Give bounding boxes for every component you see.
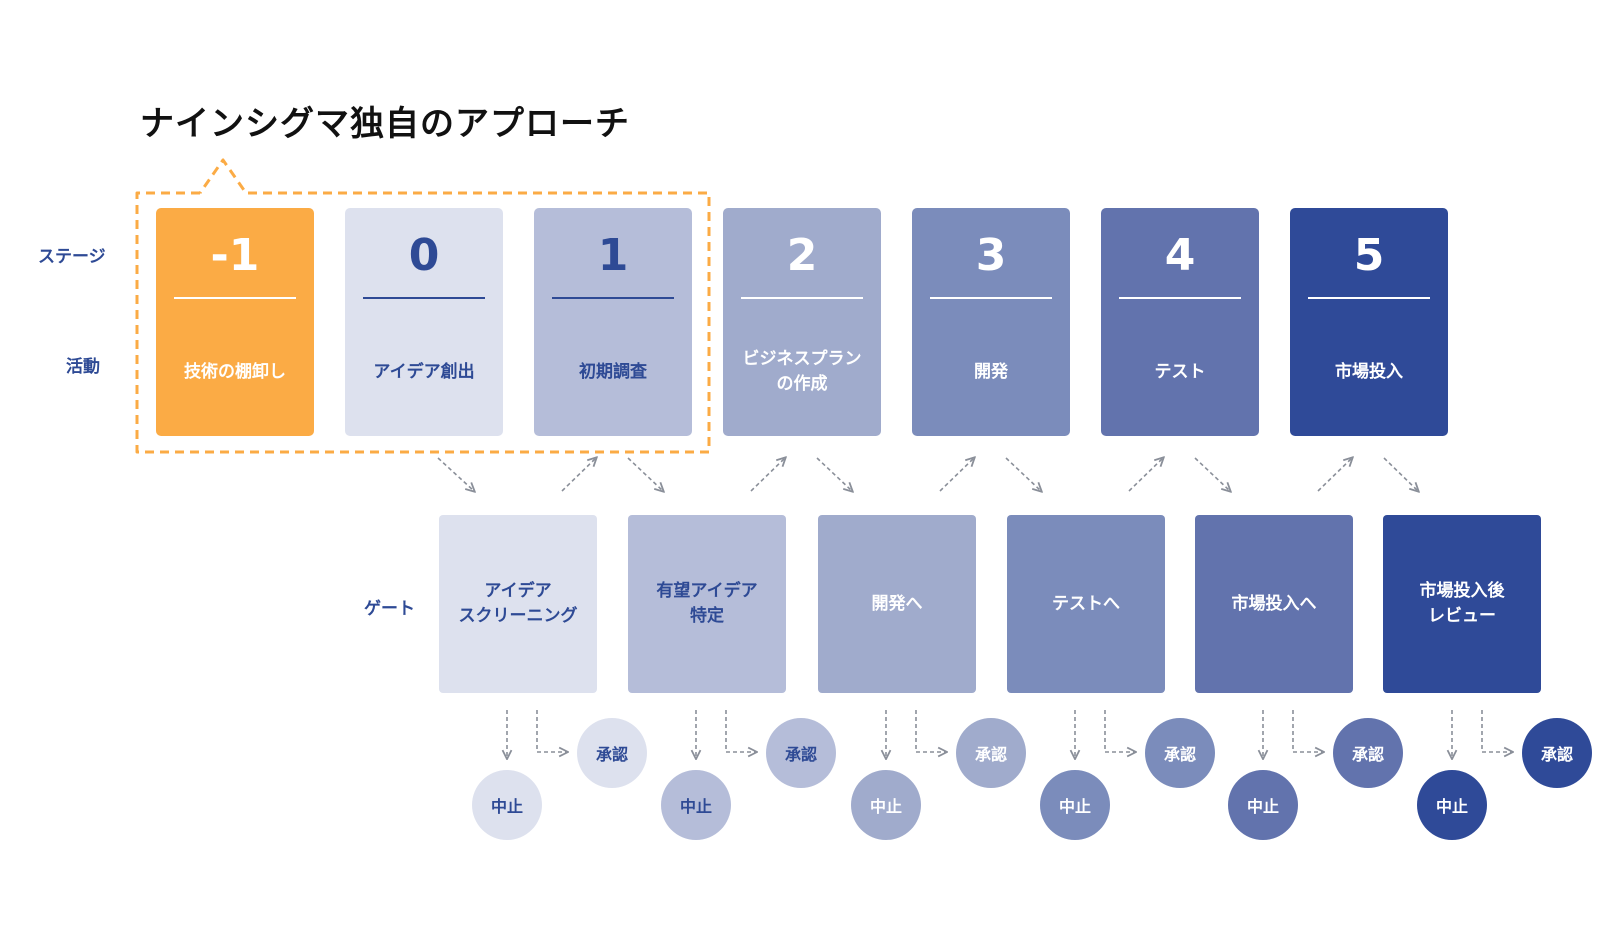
stage-divider xyxy=(552,297,674,299)
row-label-stage: ステージ xyxy=(38,247,106,267)
arrow-gate-to-stage xyxy=(561,458,596,492)
stage-number: 0 xyxy=(408,230,440,281)
stage-card: -1 技術の棚卸し xyxy=(156,208,314,436)
stage-activity: 市場投入 xyxy=(1335,361,1403,382)
stage-number: -1 xyxy=(210,230,260,281)
approve-circle: 承認 xyxy=(1333,718,1403,788)
stop-circle: 中止 xyxy=(1228,770,1298,840)
arrow-stage-to-gate xyxy=(437,457,474,491)
stop-circle: 中止 xyxy=(851,770,921,840)
stop-circle: 中止 xyxy=(472,770,542,840)
arrow-stage-to-gate xyxy=(1005,457,1041,491)
stage-number: 2 xyxy=(786,230,818,281)
arrow-to-approve xyxy=(725,710,756,752)
stop-circle: 中止 xyxy=(1040,770,1110,840)
arrow-gate-to-stage xyxy=(1128,458,1163,492)
gate-card: 市場投入後 レビュー xyxy=(1383,515,1541,693)
approve-circle: 承認 xyxy=(577,718,647,788)
row-label-gate: ゲート xyxy=(364,599,415,619)
stop-circle: 中止 xyxy=(1417,770,1487,840)
stage-activity: アイデア創出 xyxy=(373,361,475,382)
stage-divider xyxy=(1308,297,1430,299)
stage-activity: 初期調査 xyxy=(579,361,647,382)
stop-circle: 中止 xyxy=(661,770,731,840)
stage-activity: 開発 xyxy=(974,361,1008,382)
stage-divider xyxy=(741,297,863,299)
stage-activity: 技術の棚卸し xyxy=(184,361,286,382)
approve-circle: 承認 xyxy=(766,718,836,788)
gate-card: アイデア スクリーニング xyxy=(439,515,597,693)
row-label-activity: 活動 xyxy=(66,357,100,377)
arrow-stage-to-gate xyxy=(627,457,663,491)
arrow-gate-to-stage xyxy=(939,458,974,492)
stage-card: 2 ビジネスプラン の作成 xyxy=(723,208,881,436)
arrow-stage-to-gate xyxy=(1194,457,1230,491)
gate-card: 有望アイデア 特定 xyxy=(628,515,786,693)
approve-circle: 承認 xyxy=(1522,718,1592,788)
page-title: ナインシグマ独自のアプローチ xyxy=(140,104,630,144)
arrow-to-approve xyxy=(1481,710,1512,752)
stage-number: 1 xyxy=(597,230,629,281)
stage-divider xyxy=(174,297,296,299)
stage-card: 1 初期調査 xyxy=(534,208,692,436)
stage-card: 0 アイデア創出 xyxy=(345,208,503,436)
arrow-to-approve xyxy=(536,710,567,752)
stage-divider xyxy=(363,297,485,299)
stage-number: 3 xyxy=(975,230,1007,281)
gate-card: テストへ xyxy=(1007,515,1165,693)
stage-divider xyxy=(1119,297,1241,299)
arrow-gate-to-stage xyxy=(1317,458,1352,492)
arrow-to-approve xyxy=(1104,710,1135,752)
stage-number: 4 xyxy=(1164,230,1196,281)
arrow-to-approve xyxy=(1292,710,1323,752)
arrow-to-approve xyxy=(915,710,946,752)
stage-activity: テスト xyxy=(1154,361,1206,382)
stage-activity: ビジネスプラン の作成 xyxy=(742,349,862,394)
arrow-gate-to-stage xyxy=(750,458,785,492)
stage-number: 5 xyxy=(1353,230,1385,281)
approve-circle: 承認 xyxy=(956,718,1026,788)
stage-card: 5 市場投入 xyxy=(1290,208,1448,436)
stage-card: 3 開発 xyxy=(912,208,1070,436)
approve-circle: 承認 xyxy=(1145,718,1215,788)
gate-card: 開発へ xyxy=(818,515,976,693)
stage-divider xyxy=(930,297,1052,299)
gate-card: 市場投入へ xyxy=(1195,515,1353,693)
arrow-stage-to-gate xyxy=(816,457,852,491)
arrow-stage-to-gate xyxy=(1383,457,1418,491)
stage-card: 4 テスト xyxy=(1101,208,1259,436)
